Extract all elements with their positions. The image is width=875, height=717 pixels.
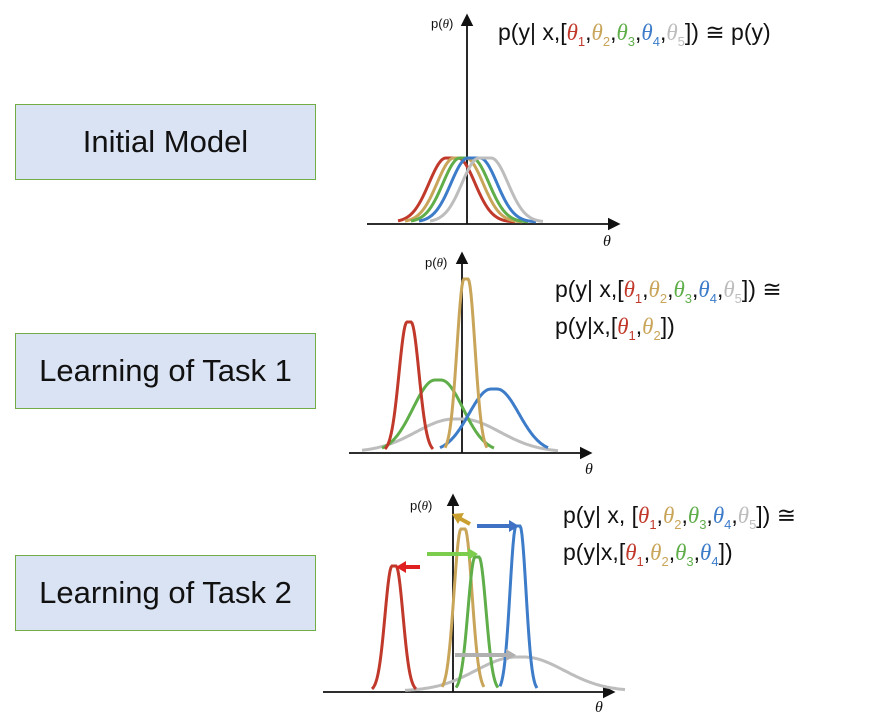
arrow-grey-shift <box>455 649 516 661</box>
shift-arrows <box>396 513 519 661</box>
curve-theta1 <box>370 564 418 690</box>
arrow-gold-shift <box>452 513 471 526</box>
y-axis-label: p(θ) <box>410 498 432 513</box>
curve-theta2 <box>443 277 489 449</box>
panel-initial-axes: p(θ) θ <box>367 13 621 250</box>
curve-theta4 <box>498 524 539 689</box>
stage-box-task-1: Learning of Task 1 <box>15 333 316 409</box>
equation-task1-line2: p(y|x,[θ1,θ2]) <box>555 313 675 343</box>
stage-box-task-2: Learning of Task 2 <box>15 555 316 631</box>
curve-theta1 <box>383 320 435 451</box>
x-axis-label: θ <box>585 461 593 478</box>
arrow-red-shift <box>396 561 420 573</box>
stage-box-initial-model: Initial Model <box>15 104 316 180</box>
panel-initial-curves <box>397 156 544 224</box>
stage-label: Initial Model <box>82 124 249 159</box>
curve-theta5 <box>429 156 544 223</box>
curve-theta5 <box>404 655 626 692</box>
stage-label: Learning of Task 2 <box>39 575 292 610</box>
curve-theta3 <box>381 378 495 450</box>
curve-theta5 <box>361 417 558 453</box>
x-axis-label: θ <box>603 233 611 250</box>
panel-task1-curves <box>361 277 558 453</box>
x-axis-label: θ <box>595 699 603 716</box>
equation-task2-line1: p(y| x, [θ1,θ2,θ3,θ4,θ5]) ≅ <box>563 502 796 532</box>
stage-label: Learning of Task 1 <box>39 353 292 388</box>
equation-task1-line1: p(y| x,[θ1,θ2,θ3,θ4,θ5]) ≅ <box>555 276 782 306</box>
equation-task2-line2: p(y|x,[θ1,θ2,θ3,θ4]) <box>563 539 733 569</box>
y-axis-label: p(θ) <box>425 255 447 270</box>
y-axis-label: p(θ) <box>431 16 453 31</box>
arrow-green-shift <box>427 548 478 560</box>
curve-theta4 <box>439 387 549 450</box>
arrow-blue-shift <box>477 520 519 532</box>
curve-theta3 <box>454 555 500 689</box>
equation-initial: p(y| x,[θ1,θ2,θ3,θ4,θ5]) ≅ p(y) <box>498 19 771 49</box>
